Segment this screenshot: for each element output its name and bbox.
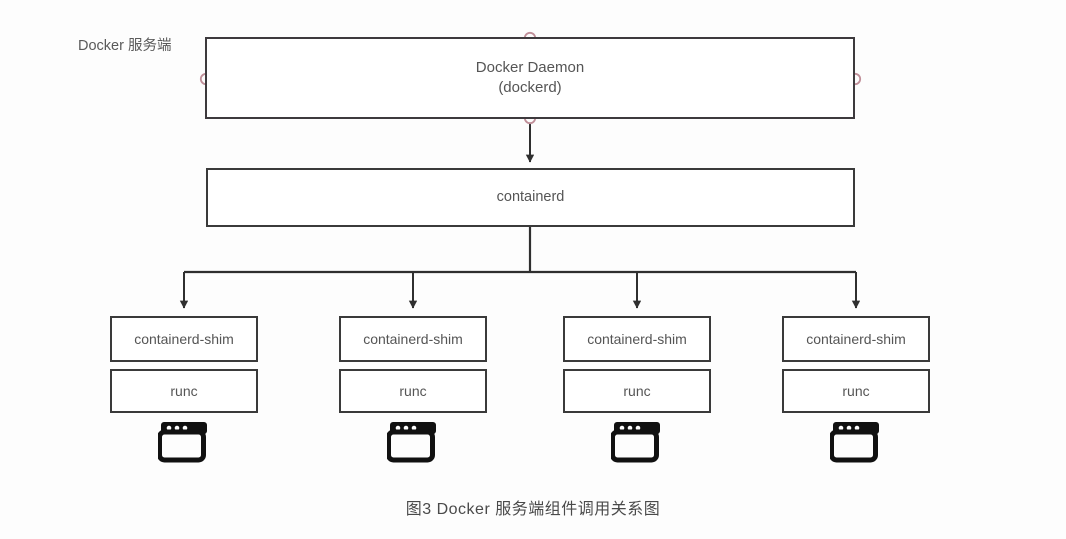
- container-window-icon-1: [158, 419, 210, 463]
- node-docker-daemon[interactable]: Docker Daemon (dockerd): [205, 37, 855, 119]
- node-runc-3[interactable]: runc: [563, 369, 711, 413]
- node-containerd-shim-4[interactable]: containerd-shim: [782, 316, 930, 362]
- daemon-subtitle: (dockerd): [498, 79, 562, 96]
- container-window-icon-3: [611, 419, 663, 463]
- node-runc-2[interactable]: runc: [339, 369, 487, 413]
- docker-server-label: Docker 服务端: [78, 38, 172, 54]
- node-containerd[interactable]: containerd: [206, 168, 855, 227]
- node-runc-1[interactable]: runc: [110, 369, 258, 413]
- node-containerd-shim-2[interactable]: containerd-shim: [339, 316, 487, 362]
- node-containerd-shim-1[interactable]: containerd-shim: [110, 316, 258, 362]
- daemon-title: Docker Daemon: [475, 58, 585, 76]
- node-runc-4[interactable]: runc: [782, 369, 930, 413]
- container-window-icon-2: [387, 419, 439, 463]
- node-containerd-shim-3[interactable]: containerd-shim: [563, 316, 711, 362]
- container-window-icon-4: [830, 419, 882, 463]
- connector-containerd-fanout: [179, 227, 861, 309]
- figure-caption: 图3 Docker 服务端组件调用关系图: [405, 501, 661, 518]
